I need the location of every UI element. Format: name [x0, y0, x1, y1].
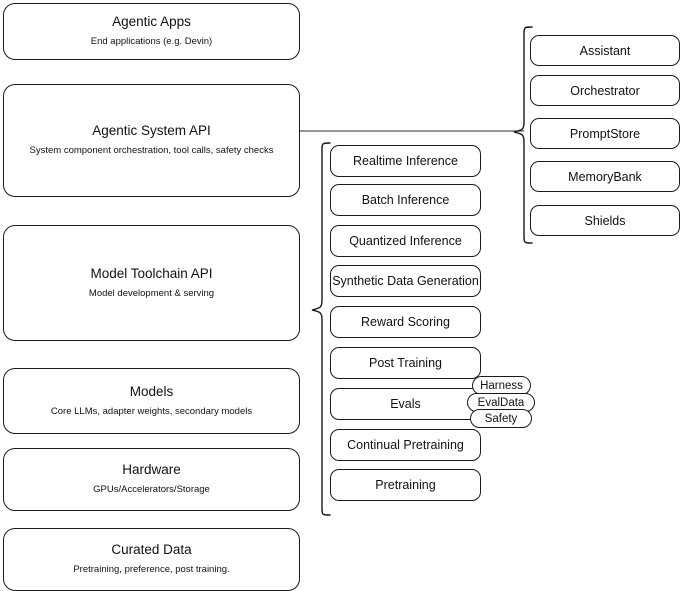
layer-agentic-system-api: Agentic System API System component orch… — [3, 84, 300, 197]
toolchain-label: Quantized Inference — [349, 234, 462, 248]
toolchain-label: Continual Pretraining — [347, 438, 464, 452]
toolchain-label: Batch Inference — [361, 193, 450, 207]
layer-subtitle: GPUs/Accelerators/Storage — [93, 484, 210, 496]
toolchain-continual-pretraining[interactable]: Continual Pretraining — [330, 429, 481, 461]
badge-label: EvalData — [477, 396, 525, 409]
toolchain-batch-inference[interactable]: Batch Inference — [330, 184, 481, 216]
system-component-assistant[interactable]: Assistant — [530, 35, 680, 66]
layer-title: Agentic Apps — [112, 14, 191, 30]
layer-title: Agentic System API — [92, 123, 211, 139]
evals-badge-harness[interactable]: Harness — [472, 376, 531, 395]
toolchain-reward-scoring[interactable]: Reward Scoring — [330, 306, 481, 338]
toolchain-label: Realtime Inference — [353, 154, 458, 168]
system-component-orchestrator[interactable]: Orchestrator — [530, 75, 680, 106]
toolchain-evals[interactable]: Evals — [330, 388, 481, 420]
system-api-connector-line — [300, 130, 524, 132]
toolchain-realtime-inference[interactable]: Realtime Inference — [330, 145, 481, 177]
layer-models: Models Core LLMs, adapter weights, secon… — [3, 368, 300, 434]
toolchain-label: Evals — [390, 397, 421, 411]
toolchain-label: Post Training — [369, 356, 442, 370]
layer-subtitle: System component orchestration, tool cal… — [29, 145, 274, 157]
component-label: Shields — [584, 213, 626, 228]
evals-badge-safety[interactable]: Safety — [470, 409, 532, 428]
toolchain-post-training[interactable]: Post Training — [330, 347, 481, 379]
component-label: MemoryBank — [568, 169, 642, 184]
toolchain-label: Pretraining — [375, 478, 436, 492]
layer-title: Hardware — [122, 462, 181, 478]
layer-subtitle: Core LLMs, adapter weights, secondary mo… — [50, 405, 253, 417]
layer-subtitle: Pretraining, preference, post training. — [73, 564, 230, 576]
layer-subtitle: End applications (e.g. Devin) — [90, 36, 213, 48]
layer-curated-data: Curated Data Pretraining, preference, po… — [3, 528, 300, 591]
layer-hardware: Hardware GPUs/Accelerators/Storage — [3, 448, 300, 511]
badge-label: Harness — [480, 379, 523, 392]
layer-agentic-apps: Agentic Apps End applications (e.g. Devi… — [3, 3, 300, 60]
component-label: Orchestrator — [570, 83, 640, 98]
toolchain-label: Synthetic Data Generation — [332, 274, 479, 288]
component-label: PromptStore — [569, 126, 641, 141]
layer-title: Curated Data — [111, 542, 192, 558]
evals-badge-evaldata[interactable]: EvalData — [467, 393, 535, 412]
layer-title: Models — [129, 383, 174, 399]
toolchain-pretraining[interactable]: Pretraining — [330, 469, 481, 501]
layer-title: Model Toolchain API — [90, 265, 213, 281]
layer-subtitle: Model development & serving — [88, 287, 215, 299]
toolchain-synthetic-data-generation[interactable]: Synthetic Data Generation — [330, 265, 481, 297]
layer-model-toolchain-api: Model Toolchain API Model development & … — [3, 225, 300, 341]
toolchain-quantized-inference[interactable]: Quantized Inference — [330, 225, 481, 257]
toolchain-brace — [311, 142, 331, 516]
system-component-promptstore[interactable]: PromptStore — [530, 118, 680, 149]
component-label: Assistant — [579, 43, 631, 58]
toolchain-label: Reward Scoring — [361, 315, 450, 329]
badge-label: Safety — [484, 412, 518, 425]
system-component-memorybank[interactable]: MemoryBank — [530, 161, 680, 192]
system-component-shields[interactable]: Shields — [530, 205, 680, 236]
